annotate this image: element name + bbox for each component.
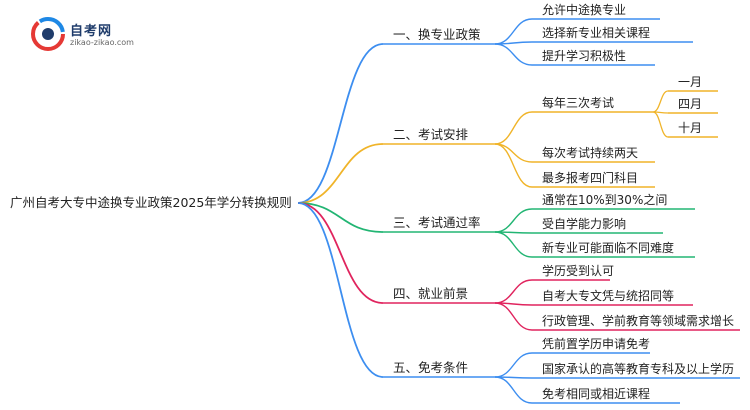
leaf-label: 最多报考四门科目 — [542, 170, 638, 185]
root-node-label: 广州自考大专中途换专业政策2025年学分转换规则 — [10, 195, 292, 210]
connector-line — [494, 231, 533, 258]
connector-line — [297, 143, 384, 204]
connector-line — [297, 202, 384, 304]
connector-line — [494, 302, 533, 331]
branch-label: 五、免考条件 — [393, 360, 468, 375]
connector-line — [494, 376, 533, 404]
connector-line — [494, 352, 533, 378]
logo-badge-icon — [31, 17, 65, 51]
leaf-label: 提升学习积极性 — [542, 48, 626, 63]
sub-leaf-label: 十月 — [678, 121, 702, 135]
logo-title: 自考网 — [70, 24, 113, 39]
connector-line — [494, 18, 533, 45]
branch-label: 四、就业前景 — [393, 286, 468, 301]
leaf-label: 通常在10%到30%之间 — [542, 193, 667, 207]
leaf-label: 受自学能力影响 — [542, 216, 626, 231]
connector-line — [297, 202, 384, 233]
branch-label: 一、换专业政策 — [393, 27, 481, 42]
leaf-label: 学历受到认可 — [542, 263, 614, 278]
connector-line — [494, 43, 533, 66]
leaf-label: 新专业可能面临不同难度 — [542, 240, 674, 255]
connector-line — [494, 111, 533, 145]
connector-line — [297, 43, 384, 204]
leaf-label: 免考相同或相近课程 — [542, 386, 650, 401]
sub-leaf-label: 一月 — [678, 75, 702, 89]
leaf-label: 凭前置学历申请免考 — [542, 336, 650, 351]
leaf-label: 行政管理、学前教育等领域需求增长 — [542, 313, 734, 328]
connector-line — [494, 208, 533, 233]
connector-line — [494, 279, 533, 304]
logo-subtitle: zikao-zikao.com — [70, 38, 134, 47]
connector-line — [494, 143, 533, 163]
branch-label: 三、考试通过率 — [393, 215, 481, 230]
leaf-label: 选择新专业相关课程 — [542, 25, 650, 40]
leaf-label: 每年三次考试 — [542, 95, 614, 110]
leaf-label: 自考大专文凭与统招同等 — [542, 288, 674, 303]
leaf-label: 每次考试持续两天 — [542, 145, 638, 160]
connector-line — [297, 202, 384, 378]
sub-leaf-label: 四月 — [678, 97, 702, 111]
leaf-label: 国家承认的高等教育专科及以上学历 — [542, 361, 734, 376]
branch-label: 二、考试安排 — [393, 127, 469, 142]
leaf-label: 允许中途换专业 — [542, 2, 626, 17]
site-logo[interactable]: 自考网 zikao-zikao.com — [30, 16, 140, 52]
connector-line — [652, 90, 669, 113]
connector-line — [494, 143, 533, 188]
connector-line — [652, 111, 669, 138]
